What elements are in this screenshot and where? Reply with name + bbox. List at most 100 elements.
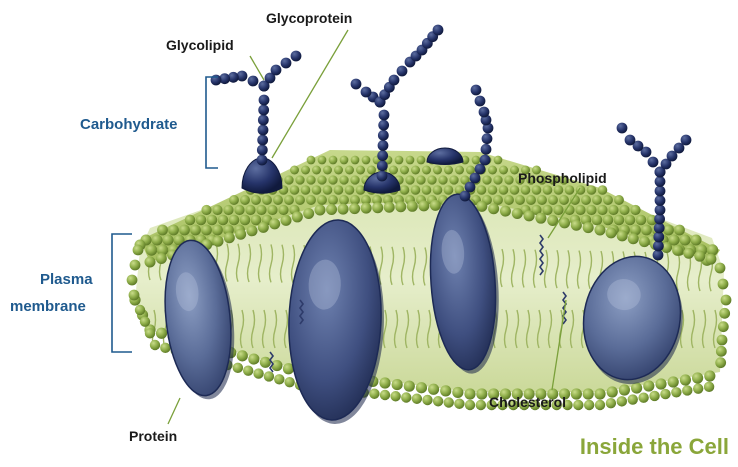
- phospholipid-head: [301, 185, 311, 195]
- phospholipid-head: [504, 175, 513, 184]
- phospholipid-head-lower-front: [444, 397, 454, 407]
- phospholipid-head-edge: [407, 201, 418, 212]
- sugar-bead: [625, 135, 636, 146]
- phospholipid-head: [488, 166, 497, 175]
- carbohydrate-chain-center-branch-b: [375, 25, 444, 108]
- sugar-bead: [377, 160, 388, 171]
- phospholipid-head: [427, 175, 436, 184]
- phospholipid-head-lower-front: [135, 305, 145, 315]
- phospholipid-head-lower-front: [660, 389, 670, 399]
- bracket-carbohydrate: [206, 77, 218, 168]
- phospholipid-head: [157, 225, 168, 236]
- phospholipid-head: [240, 215, 251, 226]
- phospholipid-head-lower-front: [274, 374, 284, 384]
- phospholipid-head: [229, 195, 239, 205]
- phospholipid-head-edge: [583, 222, 594, 233]
- leader-protein: [168, 398, 180, 424]
- sugar-bead: [655, 195, 666, 206]
- phospholipid-head: [179, 225, 190, 236]
- carbohydrate-chain-left-branch-b: [259, 51, 302, 92]
- phospholipid-head: [526, 195, 536, 205]
- label-protein: Protein: [129, 428, 177, 445]
- phospholipid-head-lower: [156, 328, 167, 339]
- phospholipid-head: [340, 156, 349, 165]
- phospholipid-head-edge: [672, 245, 683, 256]
- phospholipid-head-lower-front: [638, 393, 648, 403]
- phospholipid-head-lower-front: [160, 343, 170, 353]
- carbohydrate-chain-right-branch-b: [655, 135, 692, 178]
- phospholipid-head: [223, 205, 233, 215]
- label-plasma: Plasma: [40, 271, 93, 289]
- sugar-bead: [471, 85, 482, 96]
- phospholipid-head-lower: [237, 350, 248, 361]
- phospholipid-head: [339, 195, 349, 205]
- phospholipid-head: [201, 225, 212, 236]
- phospholipid-head: [433, 185, 443, 195]
- footer-title: Inside the Cell: [580, 434, 729, 460]
- phospholipid-head: [493, 175, 502, 184]
- phospholipid-head: [212, 225, 223, 236]
- phospholipid-head-lower-front: [390, 391, 400, 401]
- phospholipid-head: [614, 195, 624, 205]
- phospholipid-head: [472, 156, 481, 165]
- phospholipid-head: [494, 156, 503, 165]
- phospholipid-head-lower-front: [369, 389, 379, 399]
- phospholipid-head: [455, 166, 464, 175]
- phospholipid-head-lower-front: [606, 398, 616, 408]
- phospholipid-head: [553, 205, 563, 215]
- phospholipid-head-edge: [512, 208, 523, 219]
- phospholipid-head-lower: [692, 372, 703, 383]
- phospholipid-head: [323, 166, 332, 175]
- phospholipid-head-left-edge: [127, 275, 138, 286]
- carbohydrate-chain-left-stem: [257, 81, 270, 166]
- phospholipid-head-lower: [643, 380, 654, 391]
- phospholipid-head-lower: [583, 388, 594, 399]
- phospholipid-head-lower-front: [693, 383, 703, 393]
- phospholipid-head-lower-front: [584, 400, 594, 410]
- phospholipid-head: [345, 166, 354, 175]
- phospholipid-head-edge: [617, 230, 628, 241]
- phospholipid-head-edge: [292, 211, 303, 222]
- phospholipid-head-lower-front: [264, 371, 274, 381]
- phospholipid-head: [290, 185, 300, 195]
- phospholipid-head: [278, 205, 288, 215]
- phospholipid-head-edge: [247, 225, 258, 236]
- phospholipid-head-edge: [303, 208, 314, 219]
- phospholipid-head-left-edge: [133, 245, 144, 256]
- phospholipid-head: [334, 166, 343, 175]
- phospholipid-head-lower-front: [412, 394, 422, 404]
- label-carbohydrate: Carbohydrate: [80, 116, 178, 134]
- phospholipid-head: [641, 225, 652, 236]
- sugar-bead: [258, 115, 269, 126]
- sugar-bead: [617, 123, 628, 134]
- phospholipid-head-lower: [379, 377, 390, 388]
- phospholipid-head: [168, 225, 179, 236]
- phospholipid-head: [267, 205, 277, 215]
- phospholipid-head: [422, 185, 432, 195]
- phospholipid-head: [575, 205, 585, 215]
- phospholipid-head: [438, 175, 447, 184]
- phospholipid-head: [218, 215, 229, 226]
- phospholipid-head: [417, 156, 426, 165]
- phospholipid-head: [329, 156, 338, 165]
- phospholipid-head-lower: [404, 381, 415, 392]
- phospholipid-head-lower-front: [465, 400, 475, 410]
- phospholipid-head-lower: [571, 388, 582, 399]
- phospholipid-head: [356, 166, 365, 175]
- phospholipid-head: [581, 195, 591, 205]
- phospholipid-head-lower: [680, 374, 691, 385]
- phospholipid-head-edge: [418, 200, 429, 211]
- phospholipid-head-right-edge: [715, 357, 726, 368]
- phospholipid-head: [499, 185, 509, 195]
- phospholipid-head: [317, 195, 327, 205]
- phospholipid-head: [586, 205, 596, 215]
- phospholipid-head-edge: [500, 206, 511, 217]
- phospholipid-head-lower: [476, 388, 487, 399]
- phospholipid-head: [619, 205, 629, 215]
- phospholipid-head-lower: [655, 378, 666, 389]
- phospholipid-head: [625, 215, 636, 226]
- sugar-bead: [378, 120, 389, 131]
- phospholipid-head: [542, 205, 552, 215]
